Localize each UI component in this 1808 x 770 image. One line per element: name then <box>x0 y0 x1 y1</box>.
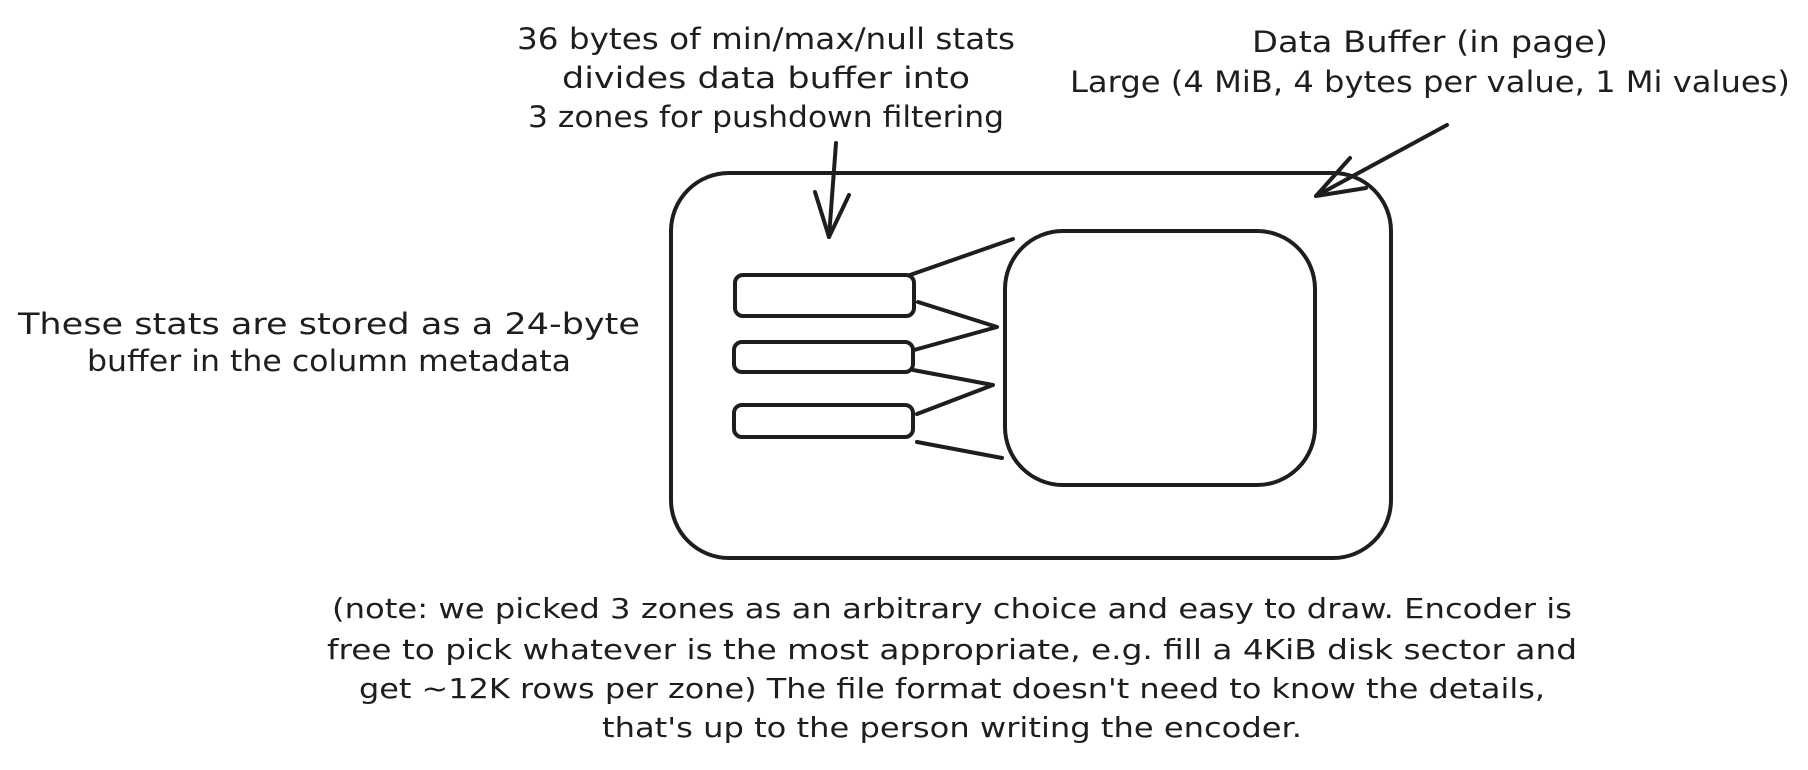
zone-stats-3 <box>732 403 915 439</box>
zone-connector-2-3 <box>911 368 995 416</box>
zone-stats-1 <box>733 273 916 318</box>
note-line-4: that's up to the person writing the enco… <box>602 711 1302 744</box>
note-line-2: free to pick whatever is the most approp… <box>327 633 1577 666</box>
page-container <box>669 171 1393 560</box>
metadata-annotation-line-1: These stats are stored as a 24-byte <box>17 307 640 341</box>
stats-annotation: 36 bytes of min/max/null stats divides d… <box>517 22 1015 134</box>
data-buffer-annotation-line-1: Data Buffer (in page) <box>1252 25 1608 59</box>
stats-annotation-line-1: 36 bytes of min/max/null stats <box>517 22 1015 56</box>
metadata-annotation: These stats are stored as a 24-byte buff… <box>17 307 640 378</box>
data-buffer-annotation: Data Buffer (in page) Large (4 MiB, 4 by… <box>1070 25 1790 99</box>
stats-annotation-line-3: 3 zones for pushdown filtering <box>528 100 1004 134</box>
zone-connector-top <box>908 237 1015 277</box>
metadata-annotation-line-2: buffer in the column metadata <box>87 344 571 378</box>
note-annotation: (note: we picked 3 zones as an arbitrary… <box>327 592 1577 744</box>
stats-arrow-icon <box>813 141 851 239</box>
stats-annotation-line-2: divides data buffer into <box>562 61 970 95</box>
zone-connector-1-2 <box>912 300 999 352</box>
data-buffer-annotation-line-2: Large (4 MiB, 4 bytes per value, 1 Mi va… <box>1070 65 1790 99</box>
data-buffer <box>1003 229 1317 487</box>
zone-connectors <box>908 237 1015 460</box>
zone-connector-bottom <box>915 440 1004 460</box>
data-buffer-arrow-icon <box>1314 123 1449 198</box>
note-line-3: get ~12K rows per zone) The file format … <box>359 672 1545 705</box>
zone-stats-2 <box>732 340 915 374</box>
note-line-1: (note: we picked 3 zones as an arbitrary… <box>332 592 1572 625</box>
